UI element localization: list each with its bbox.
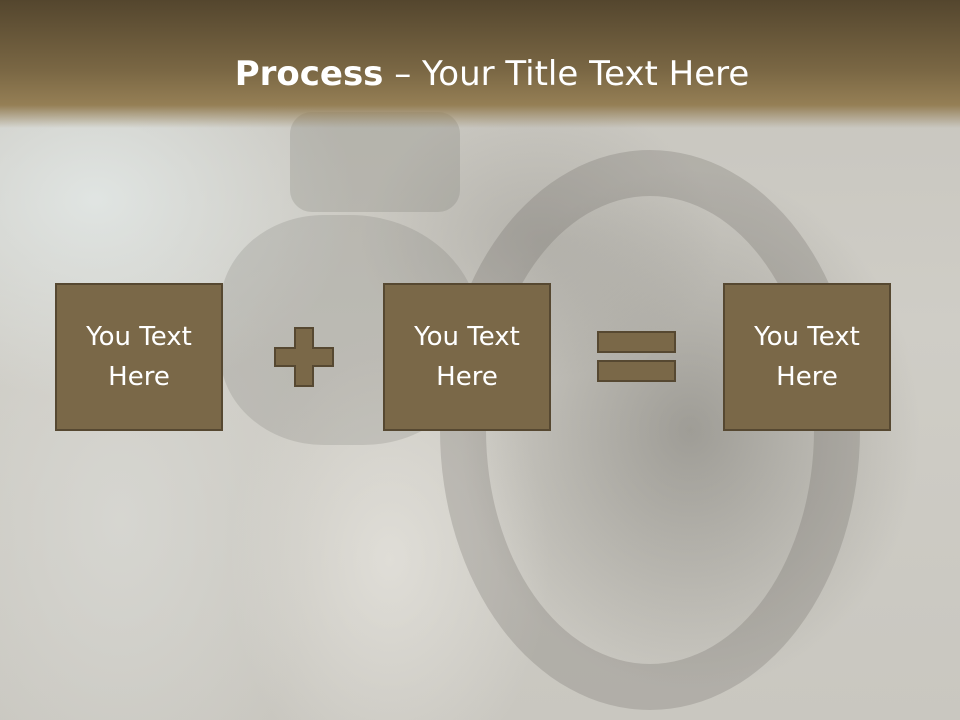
process-box-1: You Text Here (55, 283, 223, 431)
process-box-3: You Text Here (723, 283, 891, 431)
process-box-2-label: You Text Here (414, 322, 520, 392)
background-dashboard-shape (290, 112, 460, 212)
title-rest: – Your Title Text Here (383, 54, 750, 94)
slide-title: Process – Your Title Text Here (0, 52, 960, 96)
plus-icon (274, 327, 334, 387)
process-box-2: You Text Here (383, 283, 551, 431)
process-box-3-label: You Text Here (754, 322, 860, 392)
title-bold: Process (234, 54, 384, 94)
equals-icon (597, 331, 676, 382)
process-box-1-label: You Text Here (86, 322, 192, 392)
title-bar (0, 0, 960, 128)
